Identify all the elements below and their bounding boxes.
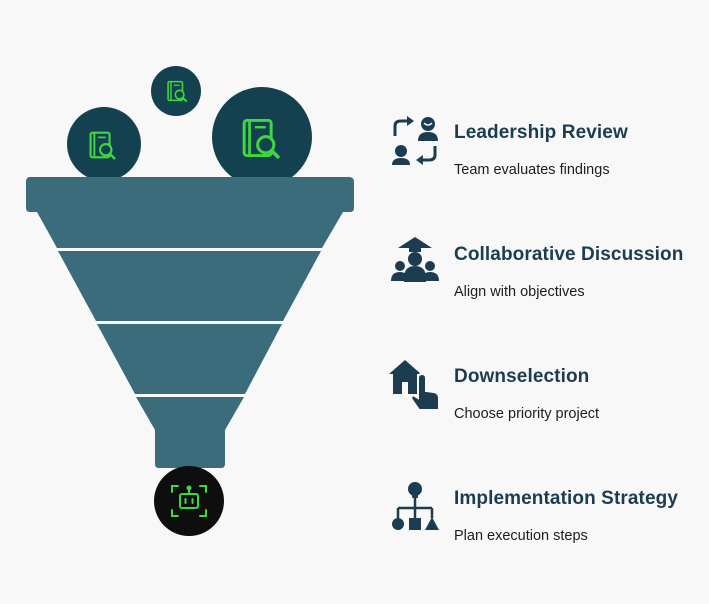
step-description: Choose priority project (454, 406, 600, 422)
step-description: Align with objectives (454, 284, 585, 300)
people-exchange-icon (392, 116, 438, 165)
book-search-circle-left (67, 107, 141, 181)
funnel-section-4 (136, 397, 244, 430)
robot-icon (171, 485, 207, 517)
step-title: Leadership Review (454, 122, 628, 143)
step-collaborative-discussion: Collaborative Discussion Align with obje… (388, 236, 698, 316)
step-downselection: Downselection Choose priority project (388, 358, 698, 438)
step-title: Implementation Strategy (454, 488, 679, 509)
step-title: Downselection (454, 366, 590, 387)
book-search-circle-large (212, 87, 312, 187)
step-description: Plan execution steps (454, 528, 588, 544)
funnel-rim (26, 177, 354, 212)
robot-circle (154, 466, 224, 536)
step-leadership-review: Leadership Review Team evaluates finding… (388, 114, 698, 194)
funnel-body (26, 177, 354, 468)
funnel-spout (155, 430, 225, 468)
step-description: Team evaluates findings (454, 162, 610, 178)
step-title: Collaborative Discussion (454, 244, 684, 265)
home-tap-icon (389, 360, 440, 411)
funnel-section-3 (97, 324, 282, 394)
step-implementation-strategy: Implementation Strategy Plan execution s… (388, 480, 698, 560)
funnel-section-2 (58, 251, 321, 321)
flowchart-icon (392, 482, 439, 530)
group-leader-icon (391, 237, 439, 282)
book-search-circle-small (151, 66, 201, 116)
funnel-section-1 (37, 212, 343, 248)
